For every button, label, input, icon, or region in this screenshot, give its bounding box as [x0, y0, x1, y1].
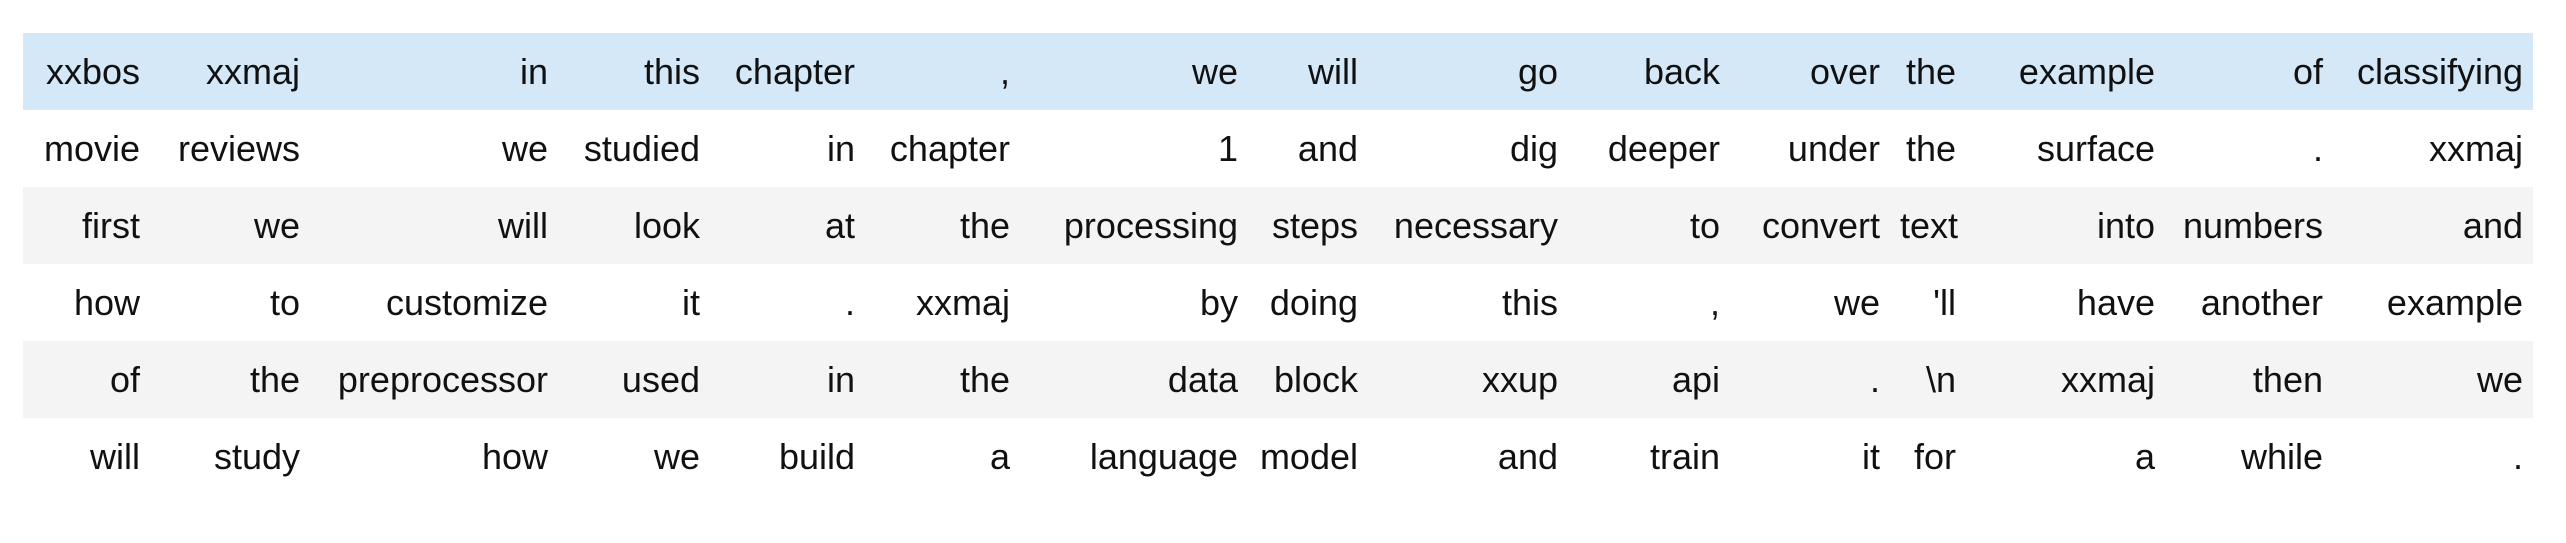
token-cell: how: [73, 281, 140, 323]
token-cell: processing: [1063, 204, 1238, 246]
token-cell: into: [2096, 204, 2155, 246]
table-row: of the preprocessor used in the data block xxup a…: [23, 341, 2533, 418]
token-cell: steps: [1271, 204, 1358, 246]
tokenized-text-table: xxbos xxmaj in this chapter, we will go back over…: [23, 33, 2533, 495]
token-cell: we: [253, 204, 300, 246]
token-cell: xxmaj: [205, 50, 300, 92]
token-cell: over: [1809, 50, 1880, 92]
token-cell: dig: [1509, 127, 1558, 169]
token-cell: ,: [999, 50, 1010, 92]
token-cell: xxbos: [45, 50, 140, 92]
dataframe: xxbos xxmaj in this chapter, we will go back over…: [23, 33, 2533, 495]
token-cell: xxup: [1481, 358, 1558, 400]
token-cell: necessary: [1393, 204, 1558, 246]
token-cell: look: [633, 204, 700, 246]
token-cell: text: [1900, 204, 1959, 246]
token-cell: how: [481, 435, 548, 477]
token-cell: reviews: [177, 127, 300, 169]
token-cell: the: [959, 358, 1010, 400]
token-cell: movie: [43, 127, 140, 169]
token-cell: .: [844, 281, 855, 323]
token-cell: .: [2512, 435, 2523, 477]
dataframe-body: xxbos xxmaj in this chapter, we will go back over…: [23, 33, 2533, 495]
token-cell: surface: [2036, 127, 2155, 169]
token-cell: preprocessor: [337, 358, 548, 400]
token-cell: of: [2292, 50, 2323, 92]
table-row-highlighted: xxbos xxmaj in this chapter, we will go back over…: [23, 33, 2533, 110]
token-cell: data: [1167, 358, 1238, 400]
token-cell: \n: [1925, 358, 1956, 400]
token-cell: and: [1497, 435, 1558, 477]
token-cell: build: [778, 435, 855, 477]
token-cell: and: [2462, 204, 2523, 246]
token-cell: under: [1787, 127, 1880, 169]
token-cell: a: [2134, 435, 2155, 477]
token-cell: we: [653, 435, 700, 477]
token-cell: to: [269, 281, 300, 323]
token-cell: customize: [385, 281, 548, 323]
token-cell: ,: [1709, 281, 1720, 323]
token-cell: studied: [583, 127, 700, 169]
token-cell: will: [90, 435, 140, 477]
token-cell: in: [826, 358, 855, 400]
token-cell: to: [1689, 204, 1720, 246]
token-cell: .: [1869, 358, 1880, 400]
token-cell: in: [826, 127, 855, 169]
token-cell: go: [1517, 50, 1558, 92]
token-cell: in: [519, 50, 548, 92]
token-cell: it: [1862, 435, 1880, 477]
token-cell: we: [1833, 281, 1880, 323]
token-cell: this: [643, 50, 700, 92]
token-cell: the: [1905, 50, 1956, 92]
token-cell: this: [1501, 281, 1558, 323]
token-cell: will: [1308, 50, 1358, 92]
token-cell: api: [1671, 358, 1720, 400]
token-cell: chapter: [889, 127, 1010, 169]
token-cell: classifying: [2356, 50, 2523, 92]
token-cell: convert: [1761, 204, 1880, 246]
token-cell: xxmaj: [2428, 127, 2523, 169]
token-cell: doing: [1269, 281, 1358, 323]
token-cell: model: [1259, 435, 1358, 477]
token-cell: numbers: [2182, 204, 2323, 246]
token-cell: block: [1273, 358, 1358, 400]
token-cell: the: [959, 204, 1010, 246]
token-cell: chapter: [734, 50, 855, 92]
token-cell: example: [2386, 281, 2523, 323]
token-cell: we: [2476, 358, 2523, 400]
token-cell: and: [1297, 127, 1358, 169]
token-cell: for: [1913, 435, 1956, 477]
token-cell: used: [621, 358, 700, 400]
token-cell: while: [2240, 435, 2323, 477]
token-cell: first: [82, 204, 140, 246]
token-cell: the: [1905, 127, 1956, 169]
token-cell: back: [1643, 50, 1720, 92]
token-cell: it: [682, 281, 700, 323]
token-cell: we: [501, 127, 548, 169]
token-cell: at: [824, 204, 855, 246]
table-row: will study how we build a language model and trai…: [23, 418, 2533, 495]
token-cell: by: [1199, 281, 1238, 323]
token-cell: will: [498, 204, 548, 246]
token-cell: train: [1649, 435, 1720, 477]
token-cell: the: [249, 358, 300, 400]
token-cell: xxmaj: [2060, 358, 2155, 400]
token-cell: 'll: [1933, 281, 1956, 323]
token-cell: example: [2018, 50, 2155, 92]
token-cell: another: [2200, 281, 2323, 323]
token-cell: then: [2252, 358, 2323, 400]
token-cell: of: [109, 358, 140, 400]
token-cell: .: [2312, 127, 2323, 169]
token-cell: 1: [1217, 127, 1238, 169]
table-row: movie reviews we studied in chapter 1 and dig dee…: [23, 110, 2533, 187]
token-cell: have: [2076, 281, 2155, 323]
token-cell: language: [1089, 435, 1238, 477]
token-cell: deeper: [1607, 127, 1720, 169]
token-cell: we: [1191, 50, 1238, 92]
table-row: first we will look at the processing steps neces…: [23, 187, 2533, 264]
token-cell: study: [213, 435, 300, 477]
token-cell: a: [989, 435, 1010, 477]
token-cell: xxmaj: [915, 281, 1010, 323]
